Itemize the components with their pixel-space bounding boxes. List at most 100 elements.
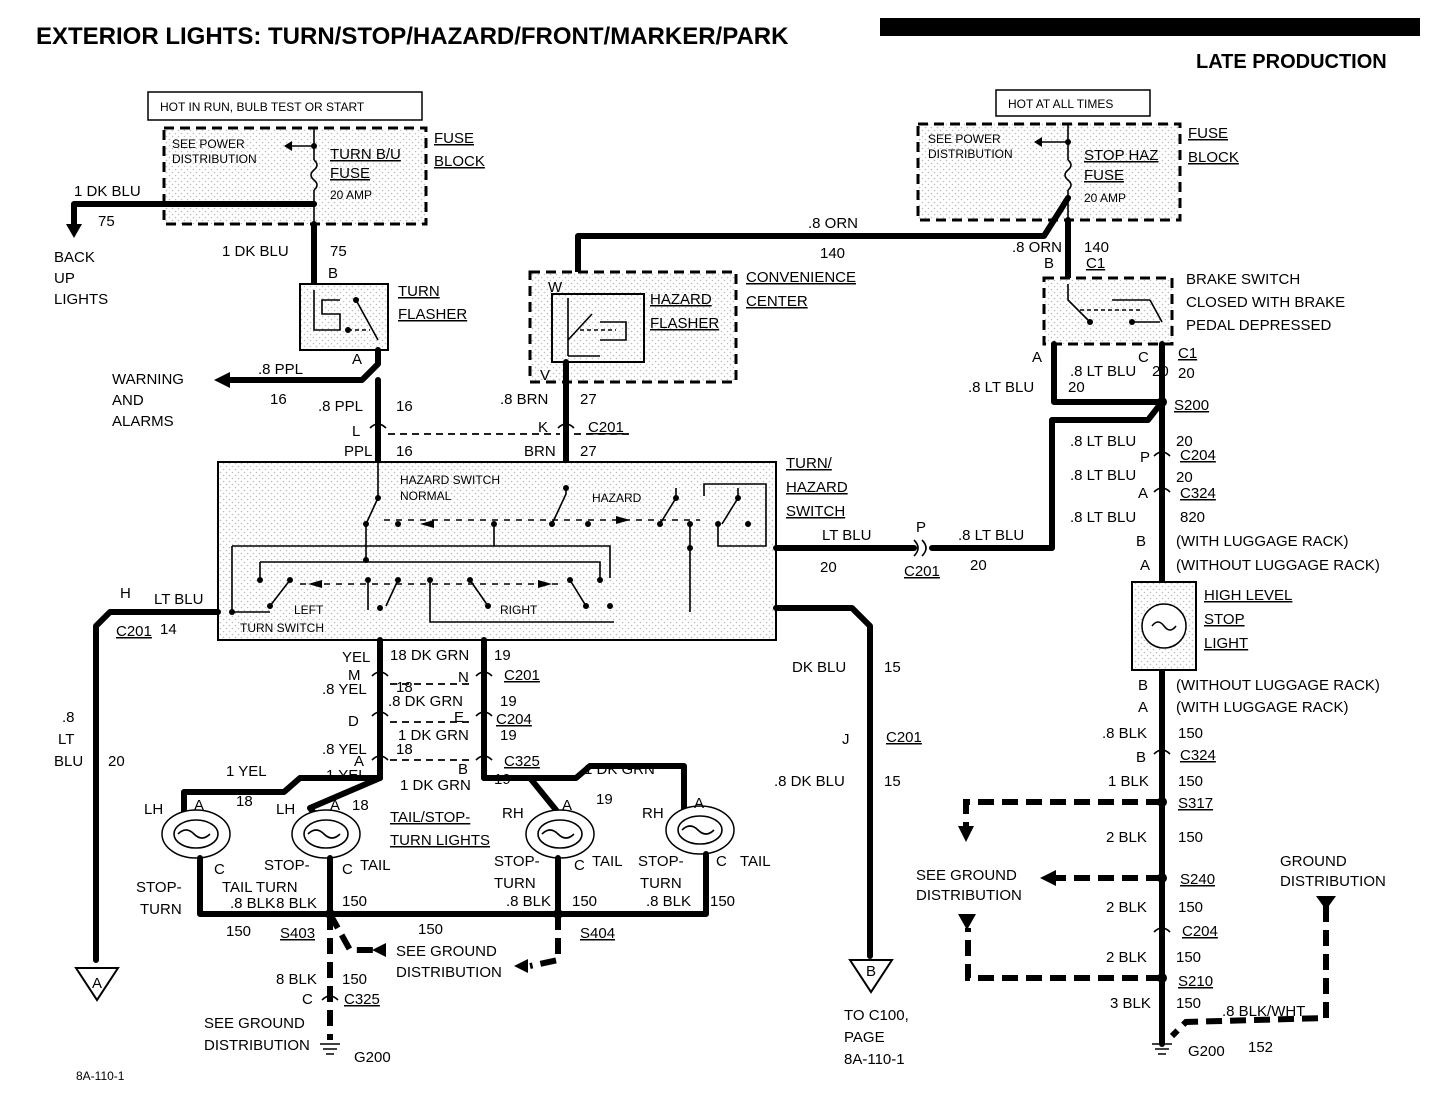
connector-symbol (371, 755, 493, 761)
fuse-name: FUSE (1084, 167, 1124, 184)
page-ref: 8A-110-1 (76, 1069, 125, 1083)
wire-label: 2 BLK (1106, 949, 1147, 966)
hot-label-box (147, 91, 423, 121)
pin-label: A (1138, 485, 1148, 502)
fuse-block-label: FUSE (434, 130, 474, 147)
lamp-func: TAIL (740, 853, 771, 870)
ground-icon (320, 1043, 340, 1055)
lamp-func: TAIL (360, 857, 391, 874)
see-ground-text: DISTRIBUTION (396, 964, 502, 981)
wire-label: .8 LT BLU (1070, 467, 1136, 484)
wire-label: DK BLU (792, 659, 846, 676)
lamp-side: RH (642, 805, 664, 822)
diagram-title: EXTERIOR LIGHTS: TURN/STOP/HAZARD/FRONT/… (36, 23, 789, 50)
option-label: (WITHOUT LUGGAGE RACK) (1176, 677, 1380, 694)
circuit-label: 140 (1084, 239, 1109, 256)
pin-label: B (1136, 533, 1146, 550)
pin-label: N (458, 669, 469, 686)
dest-label: ALARMS (112, 413, 174, 430)
off-page-b (848, 959, 894, 994)
wire-label: .8 ORN (1012, 239, 1062, 256)
fuse-element (1064, 159, 1072, 191)
pin-label: B (328, 265, 338, 282)
ground-link (965, 928, 1162, 981)
pin-label: C (342, 861, 353, 878)
splice-label: S240 (1180, 871, 1215, 888)
circuit-label: 150 (1178, 725, 1203, 742)
wire-label: .8 BRN (500, 391, 548, 408)
splice-label: S403 (280, 925, 315, 942)
connector-label: C1 (1086, 255, 1105, 272)
lamp-func: STOP- (638, 853, 684, 870)
pin-label: C (214, 861, 225, 878)
switch-out-wire-2 (929, 399, 1165, 551)
arrow-left-icon (214, 372, 230, 388)
connector-symbol (371, 711, 493, 717)
arrow-icon (308, 580, 322, 588)
circuit-label: 20 (820, 559, 837, 576)
circuit-label: 20 (1068, 379, 1085, 396)
wire-label: 1 YEL (226, 763, 267, 780)
arrow-left-icon (1040, 870, 1056, 886)
fuse-block-label: BLOCK (434, 153, 485, 170)
circuit-label: 18 (236, 793, 253, 810)
option-label: (WITHOUT LUGGAGE RACK) (1176, 557, 1380, 574)
left-fuse-block (162, 126, 428, 226)
dest-label: LIGHTS (54, 291, 108, 308)
connector-label: C324 (1180, 747, 1216, 764)
lamp-filament (1151, 621, 1177, 631)
fuse-rating: 20 AMP (1084, 191, 1126, 205)
option-label: (WITH LUGGAGE RACK) (1176, 533, 1349, 550)
pin-label: P (916, 519, 926, 536)
fuse-block-label: FUSE (1188, 125, 1228, 142)
connector-label: C204 (1182, 923, 1218, 940)
lamps-title: TAIL/STOP- (390, 809, 470, 826)
wire-label: .8 BLK (506, 893, 551, 910)
circuit-label: 20 (1176, 433, 1193, 450)
circuit-label: 150 (572, 893, 597, 910)
dest-label: GROUND (1280, 853, 1347, 870)
circuit-label: 20 (108, 753, 125, 770)
wire-label: 2 BLK (1106, 829, 1147, 846)
connector-symbol (321, 995, 339, 1001)
ground-label: G200 (354, 1049, 391, 1066)
circuit-label: 19 (494, 771, 511, 788)
wire-label: 1 DK GRN (584, 761, 655, 778)
connector-label: C325 (344, 991, 380, 1008)
wire-label: 18 DK GRN (390, 647, 469, 664)
component-name: LIGHT (1204, 635, 1248, 652)
wire-label: BLU (54, 753, 83, 770)
arrow-right-icon (514, 959, 528, 973)
lamp-ground-bus (197, 851, 709, 917)
wire-label: 1 DK GRN (398, 727, 469, 744)
ground-link (963, 799, 1162, 836)
pin-label: A (330, 797, 340, 814)
splice-label: S210 (1178, 973, 1213, 990)
circuit-label: 16 (396, 398, 413, 415)
circuit-label: 150 (1178, 899, 1203, 916)
wire-label: .8 YEL (322, 681, 367, 698)
see-power-text: SEE POWER (172, 137, 245, 151)
pin-label: V (540, 367, 550, 384)
circuit-label: 150 (418, 921, 443, 938)
wire-label: YEL (342, 649, 370, 666)
component-name: CENTER (746, 293, 808, 310)
wire-label: 3 BLK (1110, 995, 1151, 1012)
arrow-icon (420, 520, 434, 528)
wire-label: .8 PPL (258, 361, 303, 378)
wire-label: BRN (524, 443, 556, 460)
component-name: SWITCH (786, 503, 845, 520)
pin-label: B (1136, 749, 1146, 766)
component-name: HIGH LEVEL (1204, 587, 1292, 604)
turn-hazard-switch (217, 461, 777, 641)
dest-label: BACK (54, 249, 95, 266)
fuse-block-label: BLOCK (1188, 149, 1239, 166)
wire-label: .8 (62, 709, 75, 726)
dest-label: WARNING (112, 371, 184, 388)
switch-label: HAZARD SWITCH (400, 473, 500, 487)
lamp-func: TURN (140, 901, 182, 918)
pin-label: B (1044, 255, 1054, 272)
lamp-func: STOP- (494, 853, 540, 870)
pin-label: C (302, 991, 313, 1008)
